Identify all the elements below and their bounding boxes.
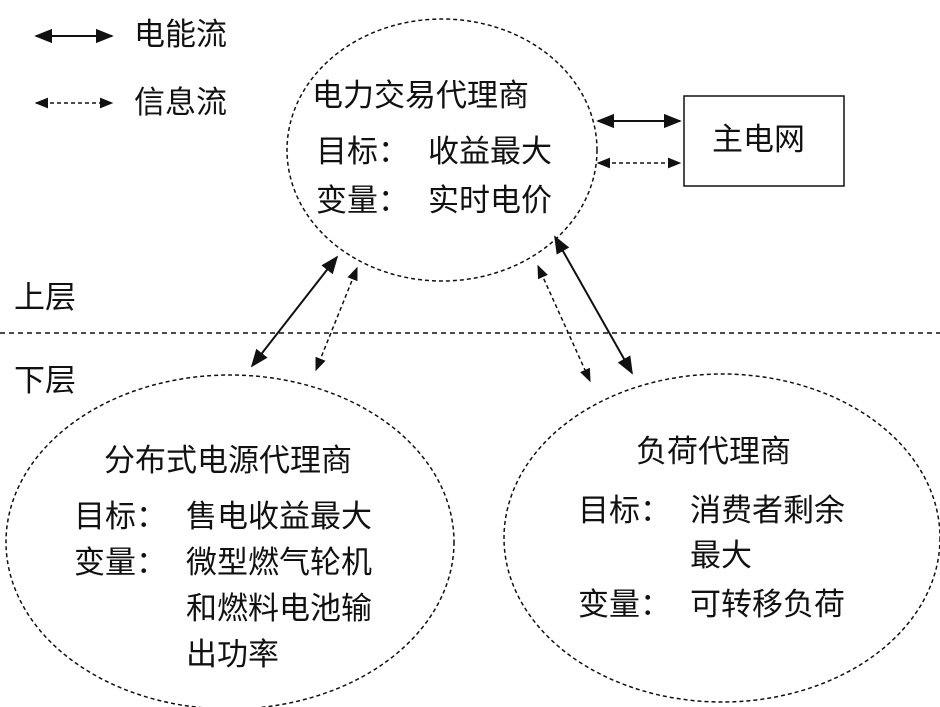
trading-agent-var-label: 变量： — [316, 183, 409, 219]
trading-agent-var: 实时电价 — [428, 183, 552, 219]
load-agent-circle — [503, 373, 940, 703]
load-agent-goal-line1: 消费者剩余 — [690, 493, 845, 529]
load-agent-var: 可转移负荷 — [690, 587, 845, 623]
der-agent-title: 分布式电源代理商 — [104, 443, 352, 479]
legend-info-label: 信息流 — [134, 85, 227, 121]
der-info-arrow — [315, 266, 358, 372]
der-agent-var-line1: 微型燃气轮机 — [186, 545, 372, 581]
der-agent-var-label: 变量： — [74, 545, 167, 581]
load-agent-goal-line2: 最大 — [690, 538, 752, 574]
der-agent-circle — [5, 374, 455, 707]
main-grid-box — [683, 95, 845, 187]
legend-energy-label: 电能流 — [134, 17, 227, 53]
trading-agent-goal: 收益最大 — [428, 134, 552, 170]
der-agent-goal: 售电收益最大 — [186, 499, 372, 535]
load-agent-title: 负荷代理商 — [636, 434, 791, 470]
upper-layer-label: 上层 — [14, 280, 76, 316]
lower-layer-label: 下层 — [14, 363, 76, 399]
trading-agent-goal-label: 目标： — [316, 134, 409, 170]
load-agent-var-label: 变量： — [578, 587, 671, 623]
trading-agent-title: 电力交易代理商 — [312, 78, 529, 114]
load-agent-goal-label: 目标： — [578, 493, 671, 529]
load-info-arrow — [537, 264, 591, 383]
der-agent-var-line2: 和燃料电池输 — [186, 591, 372, 627]
main-grid-label: 主电网 — [712, 122, 805, 158]
load-energy-arrow — [554, 235, 633, 375]
der-agent-var-line3: 出功率 — [186, 637, 279, 673]
der-agent-goal-label: 目标： — [74, 499, 167, 535]
power-trading-agent-circle — [286, 18, 598, 282]
